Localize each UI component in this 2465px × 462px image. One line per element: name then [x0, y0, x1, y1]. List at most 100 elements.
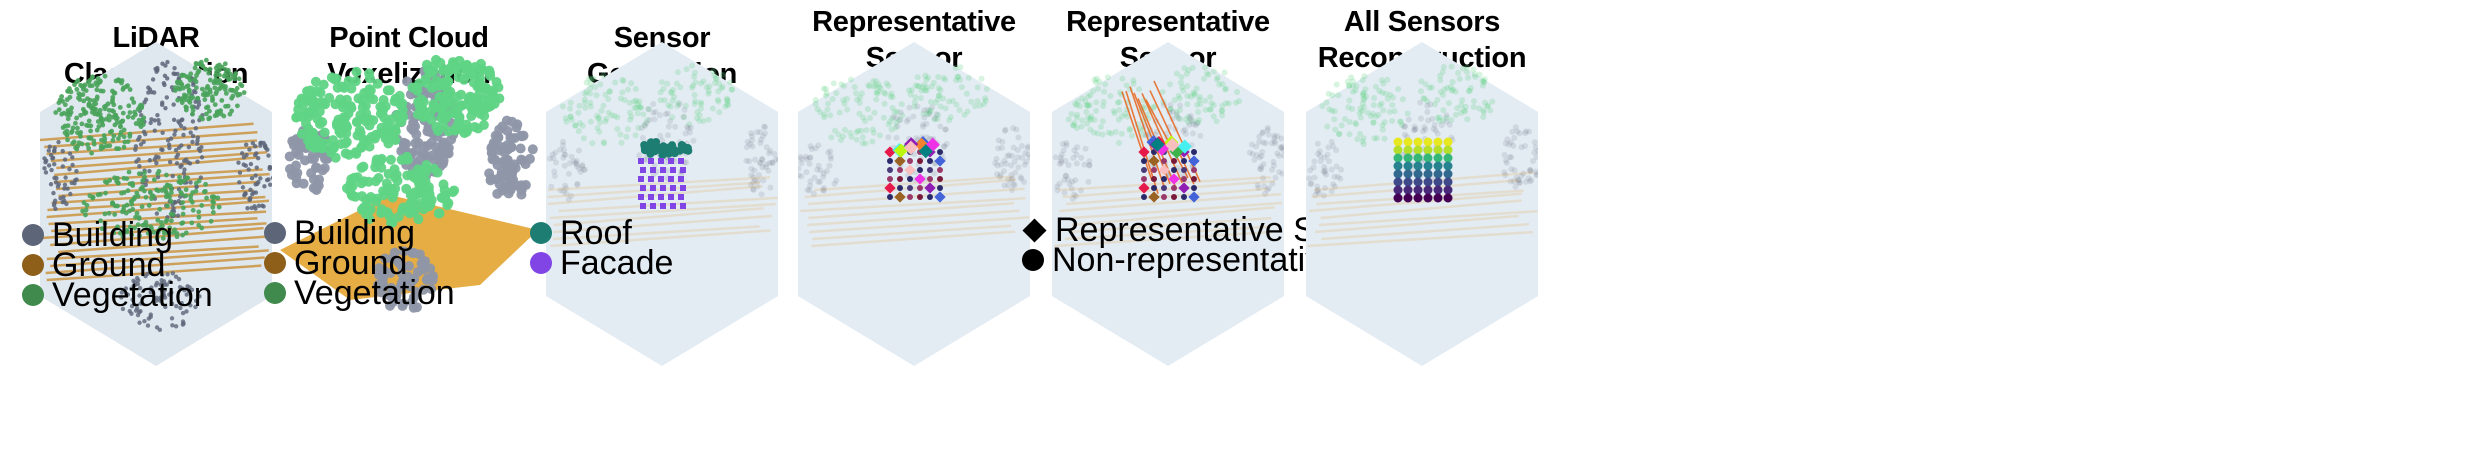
facade-swatch	[530, 252, 552, 274]
facade-sensor	[678, 176, 684, 182]
non-representative-sensor	[907, 158, 913, 164]
non-representative-sensor	[897, 167, 903, 173]
reconstructed-sensor	[1443, 161, 1453, 171]
representative-sensor	[1168, 173, 1180, 185]
legend-sensor-generation: Roof Facade	[530, 216, 673, 280]
facade-sensor	[680, 167, 686, 173]
representative-sensor	[1178, 182, 1190, 194]
non-representative-sensor	[1161, 158, 1167, 164]
non-representative-sensor	[1161, 185, 1167, 191]
non-representative-sensor	[917, 167, 923, 173]
non-representative-sensor	[927, 158, 933, 164]
reconstructed-sensor	[1393, 145, 1403, 155]
non-representative-sensor	[1181, 176, 1187, 182]
non-representative-sensor	[887, 176, 893, 182]
facade-sensor	[670, 185, 676, 191]
facade-sensor	[678, 194, 684, 200]
reconstructed-sensor	[1403, 153, 1413, 163]
reconstructed-sensor	[1423, 177, 1433, 187]
reconstructed-sensor	[1403, 145, 1413, 155]
non-representative-sensor	[937, 176, 943, 182]
reconstructed-sensor	[1423, 145, 1433, 155]
non-representative-sensor	[1141, 167, 1147, 173]
facade-sensor	[678, 158, 684, 164]
panel-representative-simulation: Representative Sensor Simulation	[1052, 0, 1284, 462]
facade-sensor	[640, 203, 646, 209]
facade-sensor	[638, 176, 644, 182]
non-representative-sensor	[907, 194, 913, 200]
reconstructed-sensor	[1423, 169, 1433, 179]
non-representative-sensor	[1181, 167, 1187, 173]
representative-sensor	[1138, 146, 1150, 158]
building-swatch	[264, 222, 286, 244]
reconstructed-sensor	[1433, 193, 1443, 203]
non-representative-sensor	[1171, 167, 1177, 173]
non-representative-sensor	[1171, 185, 1177, 191]
reconstructed-sensor	[1393, 177, 1403, 187]
facade-sensor	[668, 158, 674, 164]
legend-item-roof: Roof	[530, 216, 673, 250]
facade-sensor	[680, 185, 686, 191]
facade-sensor	[668, 176, 674, 182]
reconstructed-sensor	[1413, 161, 1423, 171]
cube-outline	[798, 42, 1030, 366]
reconstructed-sensor	[1393, 153, 1403, 163]
non-representative-sensor	[917, 185, 923, 191]
reconstructed-sensor	[1433, 177, 1443, 187]
non-representative-sensor	[1151, 167, 1157, 173]
non-representative-sensor	[897, 176, 903, 182]
facade-sensor	[638, 194, 644, 200]
reconstructed-sensor	[1403, 137, 1413, 147]
non-representative-sensor	[1171, 194, 1177, 200]
facade-sensor	[660, 167, 666, 173]
facade-sensor	[660, 185, 666, 191]
non-representative-sensor	[1161, 176, 1167, 182]
non-representative-sensor	[1161, 194, 1167, 200]
reconstructed-sensor	[1443, 177, 1453, 187]
reconstructed-sensor	[1433, 137, 1443, 147]
reconstructed-sensor	[1433, 169, 1443, 179]
reconstructed-sensor	[1413, 193, 1423, 203]
reconstructed-sensor	[1423, 161, 1433, 171]
non-representative-sensor	[897, 185, 903, 191]
voxel-cloud-image	[280, 54, 538, 313]
reconstructed-sensor	[1413, 185, 1423, 195]
non-representative-sensor	[1181, 194, 1187, 200]
reconstructed-sensor	[1413, 169, 1423, 179]
reconstructed-sensor	[1433, 161, 1443, 171]
non-representative-sensor	[1151, 185, 1157, 191]
facade-sensor	[650, 167, 656, 173]
non-representative-sensor	[937, 185, 943, 191]
facade-sensor	[658, 158, 664, 164]
non-representative-sensor	[1191, 167, 1197, 173]
facade-sensor	[668, 194, 674, 200]
reconstructed-sensor	[1393, 169, 1403, 179]
simulation-ray	[1145, 99, 1189, 179]
representative-sensor	[1188, 191, 1200, 203]
legend-item-vegetation: Vegetation	[22, 278, 213, 312]
representative-sensor	[1148, 155, 1160, 167]
roof-swatch	[530, 222, 552, 244]
sensor-selection-image	[798, 42, 1030, 366]
reconstructed-sensor	[1443, 169, 1453, 179]
representative-sensor	[1150, 137, 1165, 152]
facade-sensor	[658, 176, 664, 182]
panel-sensor-generation: Sensor Generation	[546, 0, 778, 462]
non-representative-sensor	[927, 176, 933, 182]
legend-item-building: Building	[22, 218, 213, 252]
representative-sensor	[1158, 164, 1170, 176]
facade-sensor	[660, 203, 666, 209]
non-representative-sensor	[1191, 185, 1197, 191]
representative-sensor	[934, 155, 946, 167]
non-representative-sensor	[887, 194, 893, 200]
non-representative-sensor	[1141, 158, 1147, 164]
panel-voxelization: Point Cloud Voxelization	[280, 0, 538, 462]
panel-lidar-classification: LiDAR Classification	[40, 0, 272, 462]
dot-icon	[1022, 249, 1044, 271]
non-representative-sensor	[917, 158, 923, 164]
non-representative-sensor	[887, 158, 893, 164]
diamond-icon	[1022, 217, 1047, 243]
facade-sensor	[680, 203, 686, 209]
reconstructed-sensor	[1403, 169, 1413, 179]
non-representative-sensor	[1191, 149, 1197, 155]
